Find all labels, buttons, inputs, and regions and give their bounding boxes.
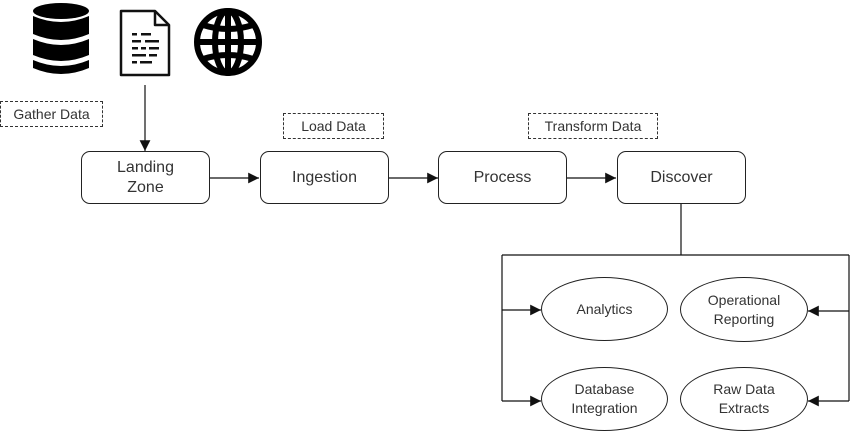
database-icon [33, 3, 89, 74]
database-integration-line1: Database [574, 381, 635, 397]
operational-reporting-line1: Operational [707, 291, 781, 308]
ingestion-node: Ingestion [260, 151, 389, 204]
analytics-node: Analytics [541, 277, 668, 341]
transform-data-label: Transform Data [528, 113, 658, 139]
discover-label: Discover [650, 168, 713, 186]
operational-reporting-node: Operational Reporting [680, 277, 808, 342]
raw-data-extracts-node: Raw Data Extracts [680, 367, 808, 431]
load-data-label: Load Data [283, 113, 384, 139]
database-integration-node: Database Integration [541, 367, 668, 431]
globe-icon [194, 8, 262, 76]
gather-data-label: Gather Data [0, 101, 103, 127]
process-label: Process [473, 168, 532, 186]
landing-zone-node: Landing Zone [81, 151, 210, 204]
analytics-label: Analytics [576, 300, 633, 317]
raw-data-extracts-line2: Extracts [718, 400, 770, 416]
raw-data-extracts-line1: Raw Data [713, 381, 775, 397]
operational-reporting-line2: Reporting [713, 310, 775, 327]
document-icon [119, 9, 171, 77]
discover-node: Discover [617, 151, 746, 204]
ingestion-label: Ingestion [292, 168, 357, 186]
database-integration-line2: Integration [571, 400, 638, 416]
process-node: Process [438, 151, 567, 204]
landing-zone-label-line2: Zone [127, 178, 164, 196]
landing-zone-label-line1: Landing [117, 158, 174, 176]
